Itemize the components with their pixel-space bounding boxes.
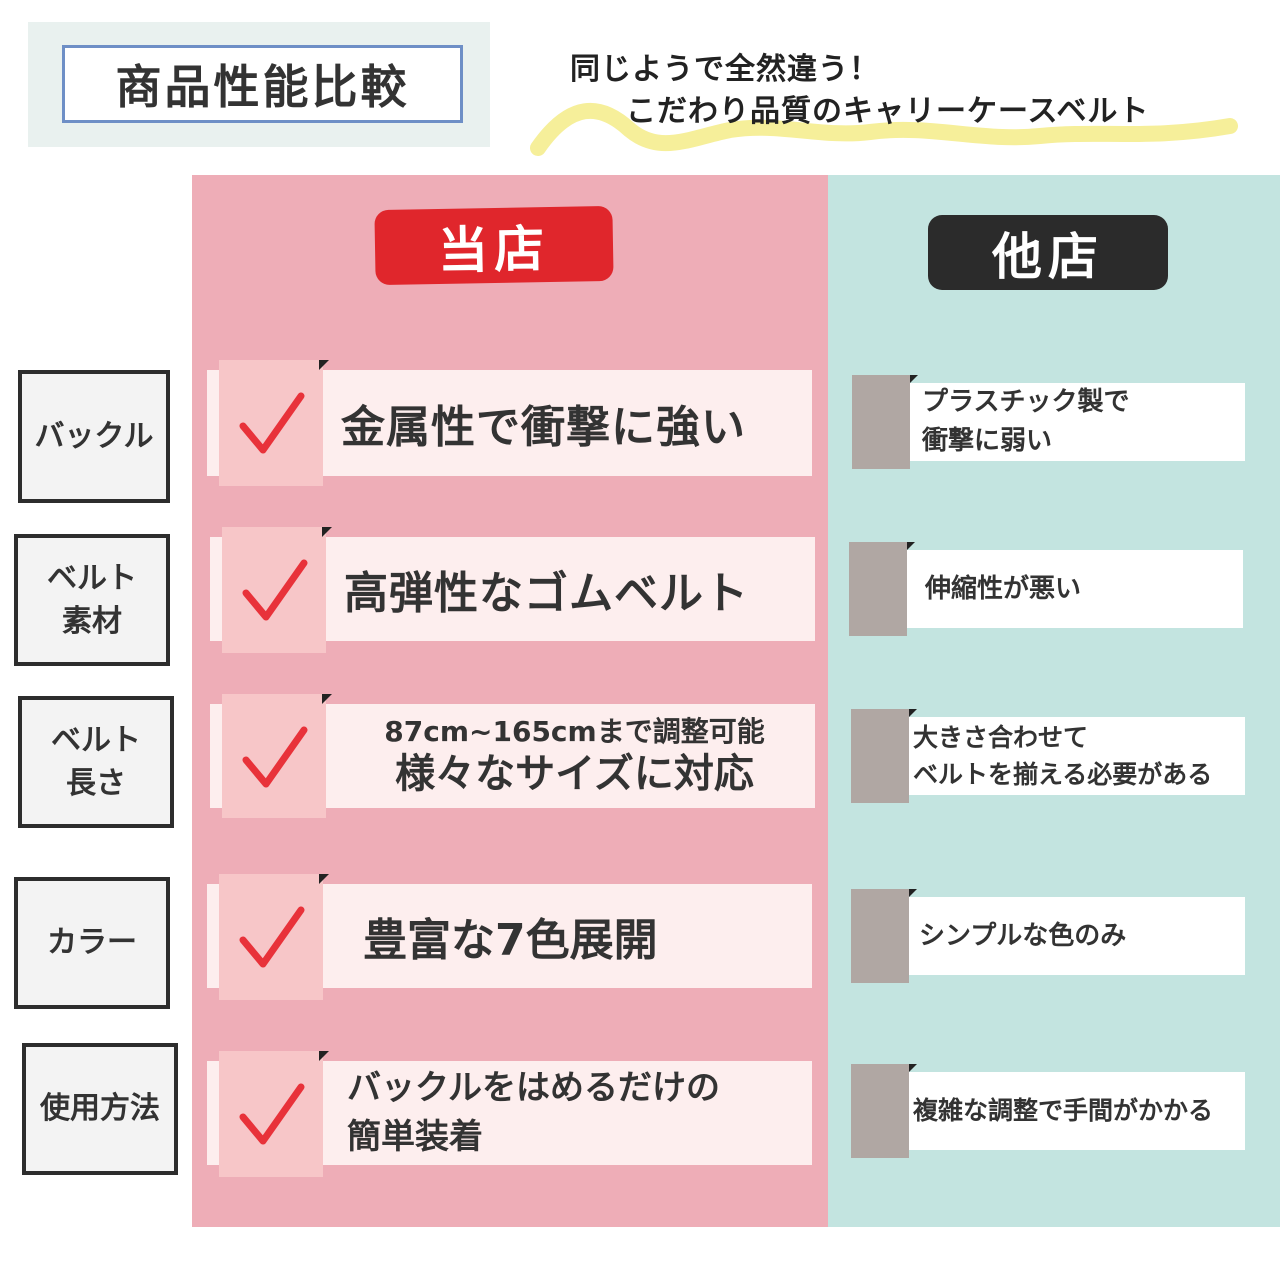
- other-store-column: [828, 175, 1280, 1227]
- our-feature-text: 金属性で衝撃に強い: [341, 402, 746, 453]
- grey-marker: [849, 542, 915, 636]
- page-title: 商品性能比較: [62, 45, 463, 123]
- our-feature-text: 高弾性なゴムベルト: [344, 568, 749, 619]
- our-feature-card-belt-material: 高弾性なゴムベルト: [210, 527, 815, 653]
- check-mark-icon: [239, 392, 305, 454]
- other-feature-text: シンプルな色のみ: [919, 920, 1127, 951]
- other-feature-text-line-2: 衝撃に弱い: [922, 426, 1053, 456]
- check-box: [222, 694, 332, 818]
- other-feature-card-color: シンプルな色のみ: [851, 889, 1245, 983]
- row-label-belt-length: ベルト長さ: [18, 696, 174, 828]
- our-feature-text-line-2: 簡単装着: [347, 1117, 483, 1157]
- check-box: [219, 1051, 329, 1177]
- check-mark-icon: [239, 906, 305, 968]
- our-feature-card-color: 豊富な7色展開: [207, 874, 812, 1000]
- our-store-heading: 当店: [374, 205, 614, 286]
- tagline-line-1: 同じようで全然違う！: [570, 52, 880, 87]
- check-mark-icon: [242, 726, 308, 788]
- check-mark-icon: [239, 1083, 305, 1145]
- other-store-heading: 他店: [928, 215, 1168, 290]
- other-feature-text-line-2: ベルトを揃える必要がある: [913, 760, 1213, 789]
- other-feature-card-usage: 複雑な調整で手間がかかる: [851, 1064, 1245, 1158]
- our-feature-text: 豊富な7色展開: [363, 915, 658, 966]
- grey-marker: [851, 1064, 917, 1158]
- grey-marker: [852, 375, 918, 469]
- grey-marker: [851, 709, 917, 803]
- other-feature-card-belt-material: 伸縮性が悪い: [849, 542, 1243, 636]
- check-box: [219, 874, 329, 1000]
- our-feature-card-belt-length: 87cm~165cmまで調整可能 様々なサイズに対応: [210, 694, 815, 818]
- check-box: [219, 360, 329, 486]
- row-label-usage: 使用方法: [22, 1043, 178, 1175]
- check-box: [222, 527, 332, 653]
- other-feature-text-line-1: プラスチック製で: [922, 387, 1130, 417]
- our-feature-text-line-1: バックルをはめるだけの: [347, 1067, 720, 1108]
- other-feature-card-belt-length: 大きさ合わせて ベルトを揃える必要がある: [851, 709, 1245, 803]
- other-feature-text-line-1: 大きさ合わせて: [913, 722, 1089, 752]
- our-feature-text: 様々なサイズに対応: [395, 750, 754, 797]
- our-feature-card-buckle: 金属性で衝撃に強い: [207, 360, 812, 486]
- other-feature-text: 伸縮性が悪い: [925, 573, 1082, 604]
- row-label-color: カラー: [14, 877, 170, 1009]
- our-feature-subtext: 87cm~165cmまで調整可能: [384, 714, 765, 748]
- check-mark-icon: [242, 559, 308, 621]
- row-label-buckle: バックル: [18, 370, 170, 503]
- grey-marker: [851, 889, 917, 983]
- other-feature-card-buckle: プラスチック製で 衝撃に弱い: [852, 375, 1245, 469]
- row-label-belt-material: ベルト素材: [14, 534, 170, 666]
- our-feature-card-usage: バックルをはめるだけの 簡単装着: [207, 1051, 812, 1177]
- other-feature-text: 複雑な調整で手間がかかる: [913, 1096, 1214, 1126]
- tagline-line-2: こだわり品質のキャリーケースベルト: [626, 94, 1150, 129]
- wave-decoration-icon: [530, 102, 1238, 156]
